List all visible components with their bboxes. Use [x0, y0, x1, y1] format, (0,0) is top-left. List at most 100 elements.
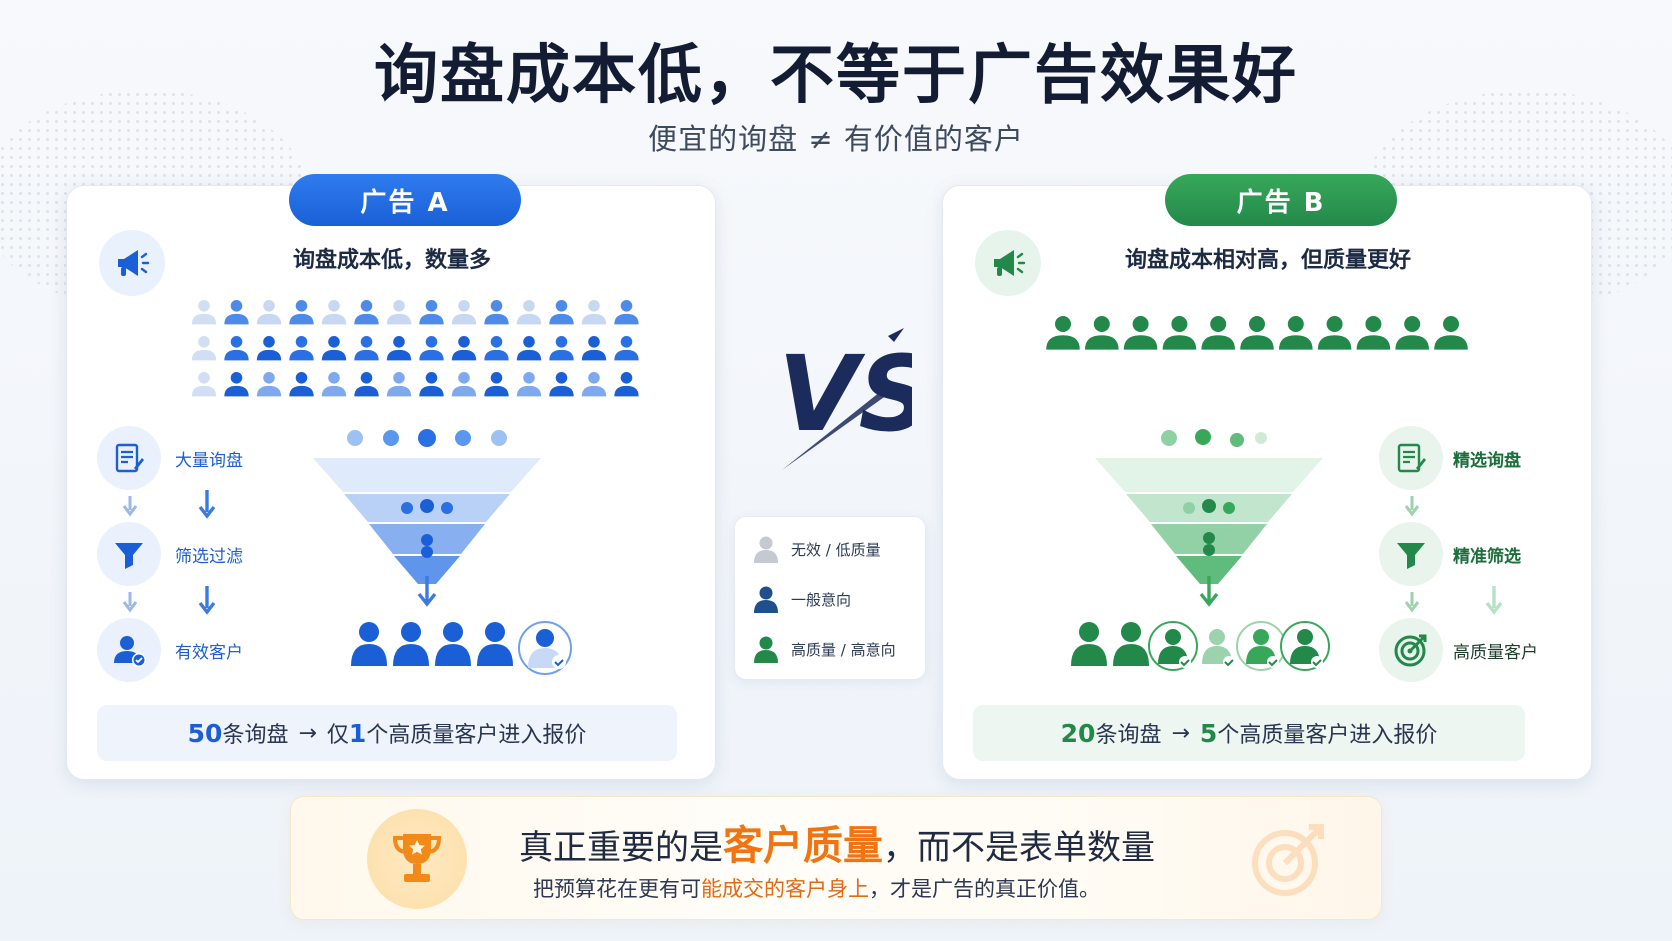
crowd-a-person: [354, 300, 379, 325]
crowd-a-person: [581, 300, 607, 325]
crowd-b-person: [1240, 316, 1274, 350]
ad-b-summary: 20 条询盘 → 5 个高质量客户进入报价: [973, 705, 1525, 761]
arrow-down-icon: [198, 586, 216, 615]
legend-label-mid: 一般意向: [791, 590, 852, 609]
crowd-b-person: [1434, 316, 1468, 350]
crowd-a-person: [289, 372, 314, 397]
user-check-icon: [97, 618, 161, 682]
crowd-a-person: [192, 300, 217, 325]
crowd-b-person: [1162, 316, 1197, 350]
summary-a-text1: 条询盘: [222, 723, 289, 748]
result-b-people: [1071, 621, 1330, 671]
megaphone-icon: [99, 230, 165, 296]
form-icon: [1379, 426, 1443, 490]
result-a-people: [351, 621, 572, 675]
funnel-a: [313, 429, 541, 607]
crowd-a-person: [256, 336, 282, 361]
ad-a-summary: 50 条询盘 → 仅 1 个高质量客户进入报价: [97, 705, 677, 761]
summary-a-count: 50: [187, 718, 223, 748]
crowd-a-person: [614, 300, 639, 325]
ad-a-description: 询盘成本低，数量多: [292, 248, 491, 273]
ad-b-panel: 广告 B 询盘成本相对高，但质量更好: [942, 174, 1592, 780]
crowd-a-people: [192, 300, 639, 397]
summary-a-text3: 个高质量客户进入报价: [366, 723, 587, 748]
trophy-icon: [367, 809, 467, 909]
headline-pre: 真正重要的是: [519, 828, 723, 868]
arrow-down-icon: [122, 592, 138, 613]
summary-a-arrow: →: [298, 720, 317, 746]
crowd-b-person: [1395, 316, 1429, 350]
crowd-a-person: [516, 372, 542, 397]
funnel-b: [1095, 429, 1323, 607]
target-icon: [1379, 618, 1443, 682]
arrow-down-icon: [122, 496, 138, 517]
step-a-3-label: 有效客户: [175, 643, 243, 663]
subline-post: ，才是广告的真正价值。: [869, 877, 1100, 901]
legend: 无效 / 低质量 一般意向 高质量 / 高意向: [734, 516, 926, 680]
step-b-3-label: 高质量客户: [1453, 643, 1538, 663]
crowd-a-person: [289, 336, 314, 361]
conclusion-subline: 把预算花在更有可能成交的客户身上，才是广告的真正价值。: [533, 873, 1100, 903]
legend-item-low: 无效 / 低质量: [753, 535, 881, 563]
crowd-a-person: [386, 300, 412, 325]
crowd-a-person: [484, 300, 509, 325]
crowd-b-person: [1046, 316, 1080, 350]
legend-item-high: 高质量 / 高意向: [753, 635, 896, 663]
crowd-a-person: [451, 336, 477, 361]
crowd-a-person: [386, 372, 412, 397]
crowd-a-person: [321, 372, 347, 397]
vs-mark: VS: [778, 328, 912, 470]
crowd-b-people: [1046, 316, 1468, 350]
subline-pre: 把预算花在更有可: [533, 877, 701, 901]
crowd-a-person: [581, 372, 607, 397]
crowd-a-person: [224, 372, 249, 397]
ad-b-pill: 广告 B: [1165, 174, 1397, 226]
page-subtitle: 便宜的询盘 ≠ 有价值的客户: [648, 122, 1024, 156]
summary-b-quality-count: 5: [1199, 718, 1218, 748]
crowd-a-person: [516, 336, 542, 361]
arrow-down-icon: [1404, 496, 1420, 517]
subline-highlight: 能成交的客户身上: [701, 877, 869, 901]
crowd-a-person: [549, 336, 574, 361]
legend-label-high: 高质量 / 高意向: [791, 640, 896, 659]
arrow-down-icon: [1485, 586, 1503, 615]
funnel-icon: [1379, 522, 1443, 586]
crowd-a-person: [614, 372, 639, 397]
crowd-a-person: [256, 300, 282, 325]
crowd-b-person: [1317, 316, 1352, 350]
crowd-a-person: [354, 336, 379, 361]
crowd-a-person: [549, 300, 574, 325]
step-b-1-label: 精选询盘: [1453, 451, 1521, 471]
crowd-a-person: [451, 372, 477, 397]
crowd-b-person: [1279, 316, 1313, 350]
crowd-a-person: [386, 336, 412, 361]
crowd-a-person: [354, 372, 379, 397]
legend-item-mid: 一般意向: [753, 585, 851, 613]
megaphone-icon: [975, 230, 1041, 296]
person-gray-icon: [754, 536, 778, 563]
crowd-a-person: [321, 300, 347, 325]
ad-a-panel: 广告 A 询盘成本低，数量多 大量询盘 筛选过滤 有效客户: [66, 174, 716, 780]
crowd-a-person: [192, 372, 217, 397]
arrow-down-icon: [198, 490, 216, 519]
crowd-b-person: [1085, 316, 1119, 350]
ad-b-description: 询盘成本相对高，但质量更好: [1124, 248, 1411, 273]
crowd-a-person: [321, 336, 347, 361]
form-icon: [97, 426, 161, 490]
crowd-a-person: [614, 336, 639, 361]
crowd-a-person: [484, 336, 509, 361]
crowd-a-person: [256, 372, 282, 397]
summary-b-arrow: →: [1171, 720, 1190, 746]
headline-highlight: 客户质量: [723, 823, 883, 869]
conclusion-headline: 真正重要的是客户质量，而不是表单数量: [519, 813, 1155, 871]
step-b-2-label: 精准筛选: [1453, 547, 1521, 567]
crowd-b-person: [1356, 316, 1391, 350]
summary-a-text2: 仅: [326, 723, 349, 748]
ad-a-pill: 广告 A: [289, 174, 521, 226]
crowd-a-person: [419, 336, 444, 361]
arrow-down-icon: [1404, 592, 1420, 613]
summary-b-text1: 条询盘: [1095, 723, 1162, 748]
crowd-a-person: [419, 300, 444, 325]
conclusion-banner: 真正重要的是客户质量，而不是表单数量 把预算花在更有可能成交的客户身上，才是广告…: [290, 796, 1382, 920]
crowd-a-person: [581, 336, 607, 361]
